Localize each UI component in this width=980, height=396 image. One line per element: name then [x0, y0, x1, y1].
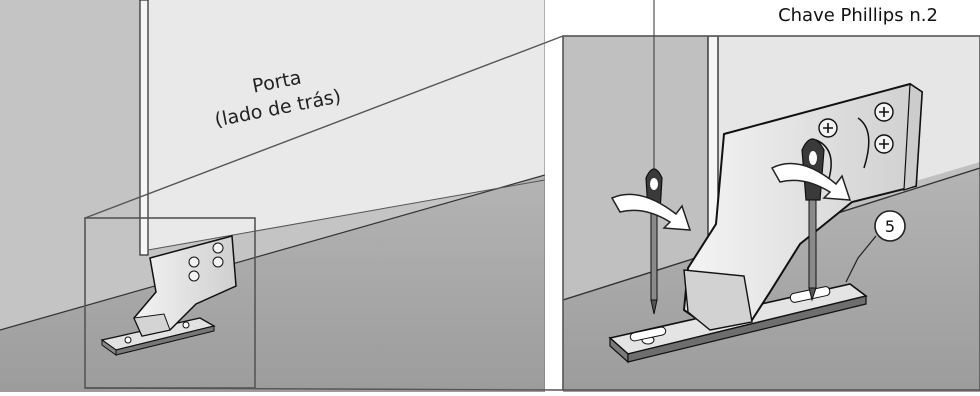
- tool-label: Chave Phillips n.2: [778, 5, 938, 26]
- door-edge: [140, 0, 148, 255]
- step-callout: 5: [875, 211, 905, 241]
- detail-scene: [563, 0, 980, 392]
- step-number: 5: [885, 217, 895, 236]
- overview-scene: [0, 0, 545, 392]
